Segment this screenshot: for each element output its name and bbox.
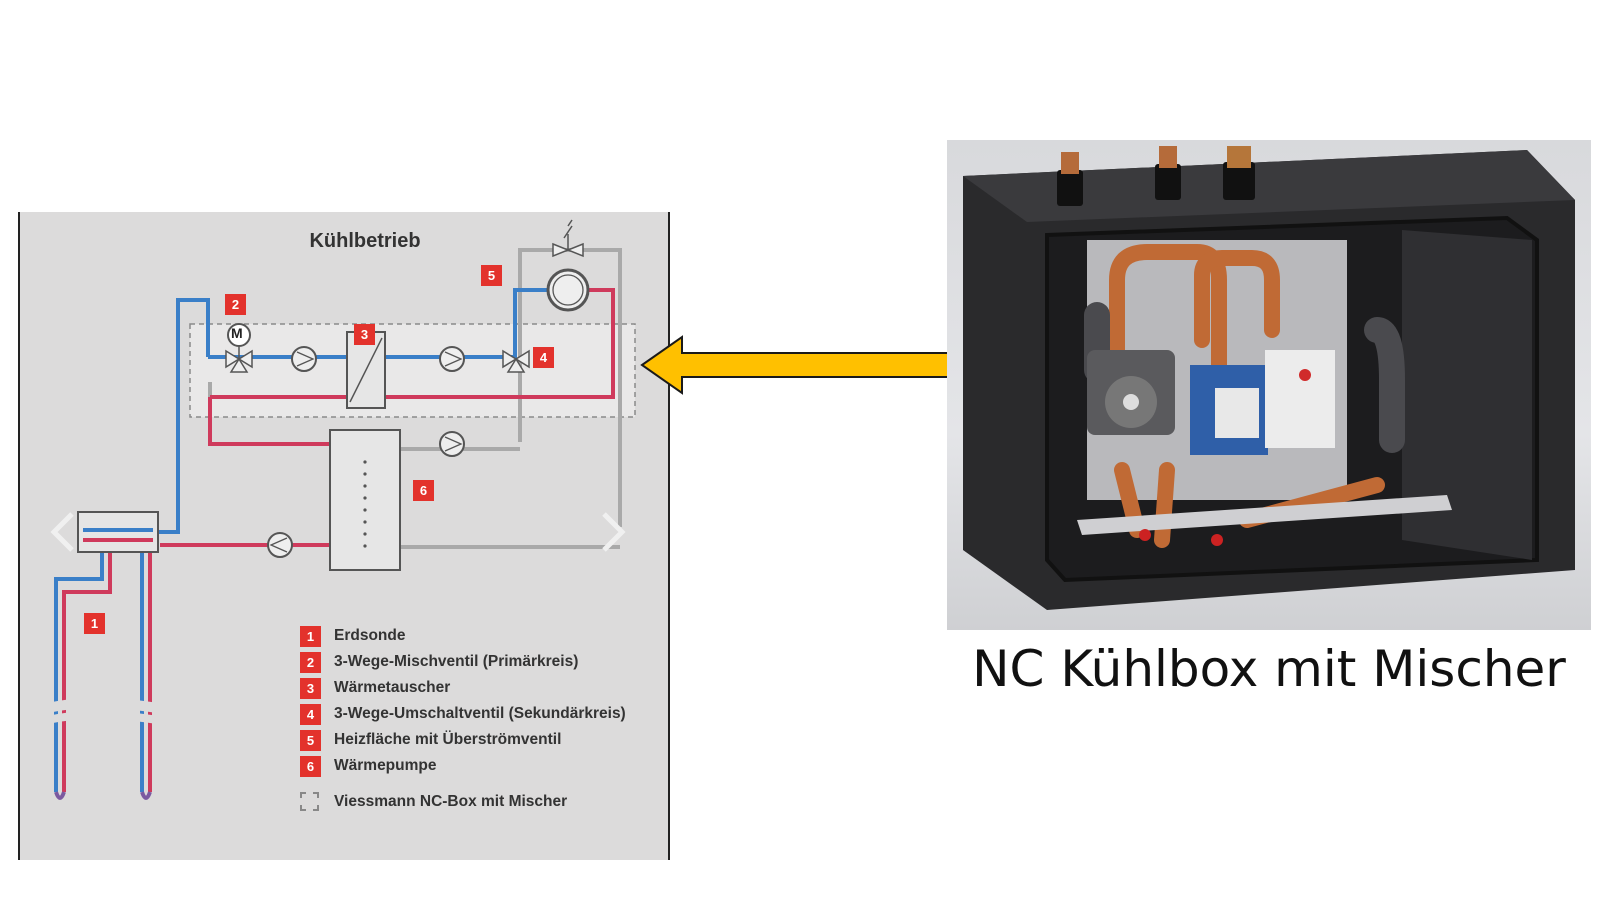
- pumps: [267, 346, 465, 558]
- callout-5: 5: [481, 265, 502, 286]
- callout-6: 6: [413, 480, 434, 501]
- legend-label: 3-Wege-Mischventil (Primärkreis): [334, 653, 579, 670]
- callout-2: 2: [225, 294, 246, 315]
- legend-number: 1: [300, 626, 321, 647]
- switching-valve-icon: [502, 349, 530, 373]
- product-caption: NC Kühlbox mit Mischer: [972, 640, 1566, 698]
- legend-number: 3: [300, 678, 321, 699]
- heat-pump-box: [329, 429, 401, 571]
- motor-label: M: [231, 325, 243, 341]
- dashed-box-icon: [300, 792, 319, 811]
- legend-label: Wärmepumpe: [334, 757, 437, 774]
- nc-box-boundary: [189, 323, 636, 418]
- callout-1: 1: [84, 613, 105, 634]
- callout-4: 4: [533, 347, 554, 368]
- product-photo: [947, 140, 1591, 630]
- legend-number: 6: [300, 756, 321, 777]
- legend-label: Erdsonde: [334, 627, 406, 644]
- legend-label: Heizfläche mit Überströmventil: [334, 731, 562, 748]
- edge-arrow-left-icon: [50, 512, 74, 552]
- schematic-panel: Kühlbetrieb M 2 3 4 5 6 1 1 Erdsonde 2 3…: [18, 212, 670, 860]
- legend-number: 4: [300, 704, 321, 725]
- callout-3: 3: [354, 324, 375, 345]
- legend-number: 5: [300, 730, 321, 751]
- diagram-title: Kühlbetrieb: [309, 230, 421, 252]
- heating-surface: [546, 268, 590, 312]
- overflow-valve-icon: [552, 219, 584, 258]
- pointer-arrow-icon: [640, 335, 979, 395]
- edge-arrow-right-icon: [602, 512, 626, 552]
- legend-label: 3-Wege-Umschaltventil (Sekundärkreis): [334, 705, 626, 722]
- nc-box-illustration: [963, 146, 1575, 610]
- legend-label: Wärmetauscher: [334, 679, 451, 696]
- top-fittings: [1057, 146, 1255, 206]
- warm-pipes: [62, 288, 615, 792]
- erdsonde-loops: [54, 791, 152, 800]
- pipe-schematic: [38, 219, 636, 800]
- mixing-valve-icon: [225, 323, 253, 373]
- legend-number: 2: [300, 652, 321, 673]
- cold-pipes: [54, 288, 550, 792]
- heat-pump-dots: [363, 460, 367, 548]
- legend-label: Viessmann NC-Box mit Mischer: [334, 793, 568, 810]
